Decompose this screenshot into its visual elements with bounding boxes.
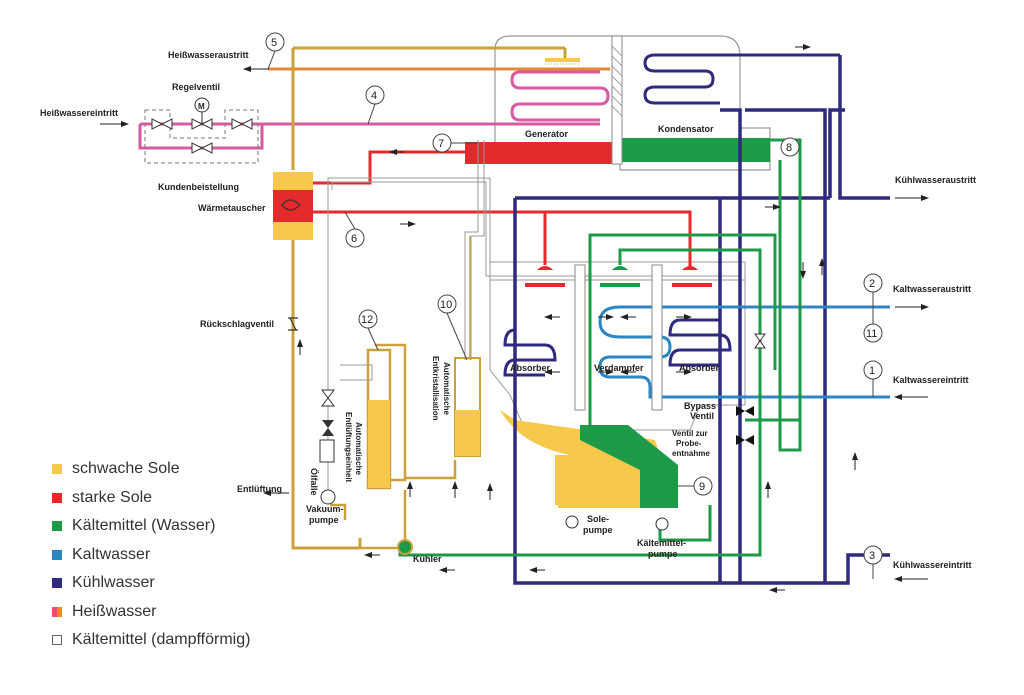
legend-item-refrigerant: Kältemittel (Wasser) — [52, 512, 250, 541]
cooling-water-network — [503, 55, 890, 585]
label-sample-valve-2: Probe- — [676, 439, 702, 448]
legend-swatch-strong-solution — [52, 492, 62, 503]
label-control-valve: Regelventil — [172, 82, 220, 92]
separator-column — [611, 35, 623, 165]
strong-solution-line-upper — [313, 150, 465, 185]
marker-3: 3 — [869, 550, 875, 562]
customer-supply-box — [144, 109, 259, 164]
solution-pump — [565, 515, 579, 529]
label-absorber-left: Absorber — [510, 363, 551, 373]
label-solution-pump-2: pumpe — [583, 525, 613, 535]
legend-item-hot-water: Heißwasser — [52, 598, 250, 627]
marker-12: 12 — [361, 314, 373, 326]
label-chilled-water-inlet: Kaltwassereintritt — [893, 375, 969, 385]
absorber-sprayers — [525, 266, 712, 287]
marker-10: 10 — [440, 299, 452, 311]
flow-arrows — [100, 44, 929, 593]
label-sample-valve-3: entnahme — [672, 449, 710, 458]
strong-solution-line-lower — [313, 210, 692, 270]
refrigerant-sump — [580, 425, 678, 508]
marker-8: 8 — [786, 142, 792, 154]
oil-trap — [319, 439, 335, 463]
marker-11: 11 — [866, 328, 877, 340]
marker-4: 4 — [371, 90, 377, 102]
vapor-lines — [327, 140, 746, 360]
eliminators — [574, 264, 663, 411]
legend-item-strong-solution: starke Sole — [52, 484, 250, 513]
legend-item-cooling-water: Kühlwasser — [52, 569, 250, 598]
check-valve — [288, 317, 298, 331]
marker-7: 7 — [438, 138, 444, 150]
hot-water-coil — [510, 70, 610, 122]
legend-item-weak-solution: schwache Sole — [52, 455, 250, 484]
legend-swatch-cooling-water — [52, 578, 62, 589]
label-cooling-water-inlet: Kühlwassereintritt — [893, 560, 972, 570]
label-refrigerant-pump-2: pumpe — [648, 549, 678, 559]
legend-label: starke Sole — [72, 488, 153, 506]
label-solution-pump-1: Sole- — [587, 514, 609, 524]
lower-shell-outline — [489, 261, 746, 431]
legend-label: Kühlwasser — [72, 574, 155, 592]
label-chilled-water-outlet: Kaltwasseraustritt — [893, 284, 971, 294]
legend-swatch-hot-water — [52, 606, 62, 617]
label-auto-decryst-1: Automatische — [442, 362, 451, 415]
label-absorber-right: Absorber — [679, 363, 720, 373]
label-bypass-1: Bypass — [684, 401, 716, 411]
marker-9: 9 — [699, 481, 705, 493]
legend-label: Kaltwasser — [72, 545, 151, 563]
marker-1: 1 — [869, 365, 875, 377]
numbered-markers — [265, 32, 883, 565]
refrigerant-pump — [655, 517, 669, 531]
label-cooler: Kühler — [413, 554, 442, 564]
cooler — [397, 539, 413, 555]
label-vent: Entlüftung — [237, 484, 282, 494]
label-auto-decryst-2: Entkristallisation — [431, 356, 440, 421]
label-generator: Generator — [525, 129, 569, 139]
label-bypass-2: Ventil — [690, 411, 714, 421]
legend-swatch-refrigerant — [52, 521, 62, 532]
vacuum-pump — [320, 489, 336, 505]
label-heat-exchanger: Wärmetauscher — [198, 203, 266, 213]
legend-label: Kältemittel (Wasser) — [72, 517, 216, 535]
label-hot-water-outlet: Heißwasseraustritt — [168, 50, 249, 60]
condenser-cooling-coil — [643, 53, 840, 105]
motor-symbol: M — [198, 102, 205, 111]
bypass-valves — [736, 406, 754, 445]
label-oil-trap: Ölfalle — [309, 468, 319, 496]
label-auto-purge-2: Entlüftungseinheit — [344, 412, 353, 483]
chilled-water-coil — [598, 305, 890, 399]
legend-item-chilled-water: Kaltwasser — [52, 541, 250, 570]
marker-5: 5 — [271, 37, 277, 49]
label-customer-supply: Kundenbeistellung — [158, 182, 239, 192]
legend-label: Heißwasser — [72, 602, 157, 620]
label-vacuum-pump-1: Vakuum- — [306, 504, 344, 514]
label-sample-valve-1: Ventil zur — [672, 429, 708, 438]
label-cooling-water-outlet: Kühlwasseraustritt — [895, 175, 976, 185]
legend: schwache Sole starke Sole Kältemittel (W… — [52, 455, 250, 655]
marker-6: 6 — [351, 233, 357, 245]
label-refrigerant-pump-1: Kältemittel- — [637, 538, 686, 548]
legend-label: schwache Sole — [72, 460, 180, 478]
bypass-loop — [138, 124, 264, 150]
legend-swatch-chilled-water — [52, 549, 62, 560]
weak-solution-basin — [555, 455, 640, 508]
label-vacuum-pump-2: pumpe — [309, 515, 339, 525]
control-valve-motor — [194, 97, 210, 113]
label-condenser: Kondensator — [658, 124, 714, 134]
hot-water-valves — [151, 118, 253, 154]
legend-label: Kältemittel (dampfförmig) — [72, 631, 251, 649]
legend-swatch-refrigerant-vapor — [52, 635, 62, 646]
condenser-vessel — [622, 138, 770, 162]
label-auto-purge-1: Automatische — [354, 422, 363, 475]
legend-swatch-weak-solution — [52, 464, 62, 475]
generator-vessel — [465, 142, 615, 164]
label-hot-water-inlet: Heißwassereintritt — [40, 108, 118, 118]
label-check-valve: Rückschlagventil — [200, 319, 274, 329]
legend-item-refrigerant-vapor: Kältemittel (dampfförmig) — [52, 626, 250, 655]
marker-2: 2 — [869, 278, 875, 290]
label-evaporator: Verdampfer — [594, 363, 644, 373]
